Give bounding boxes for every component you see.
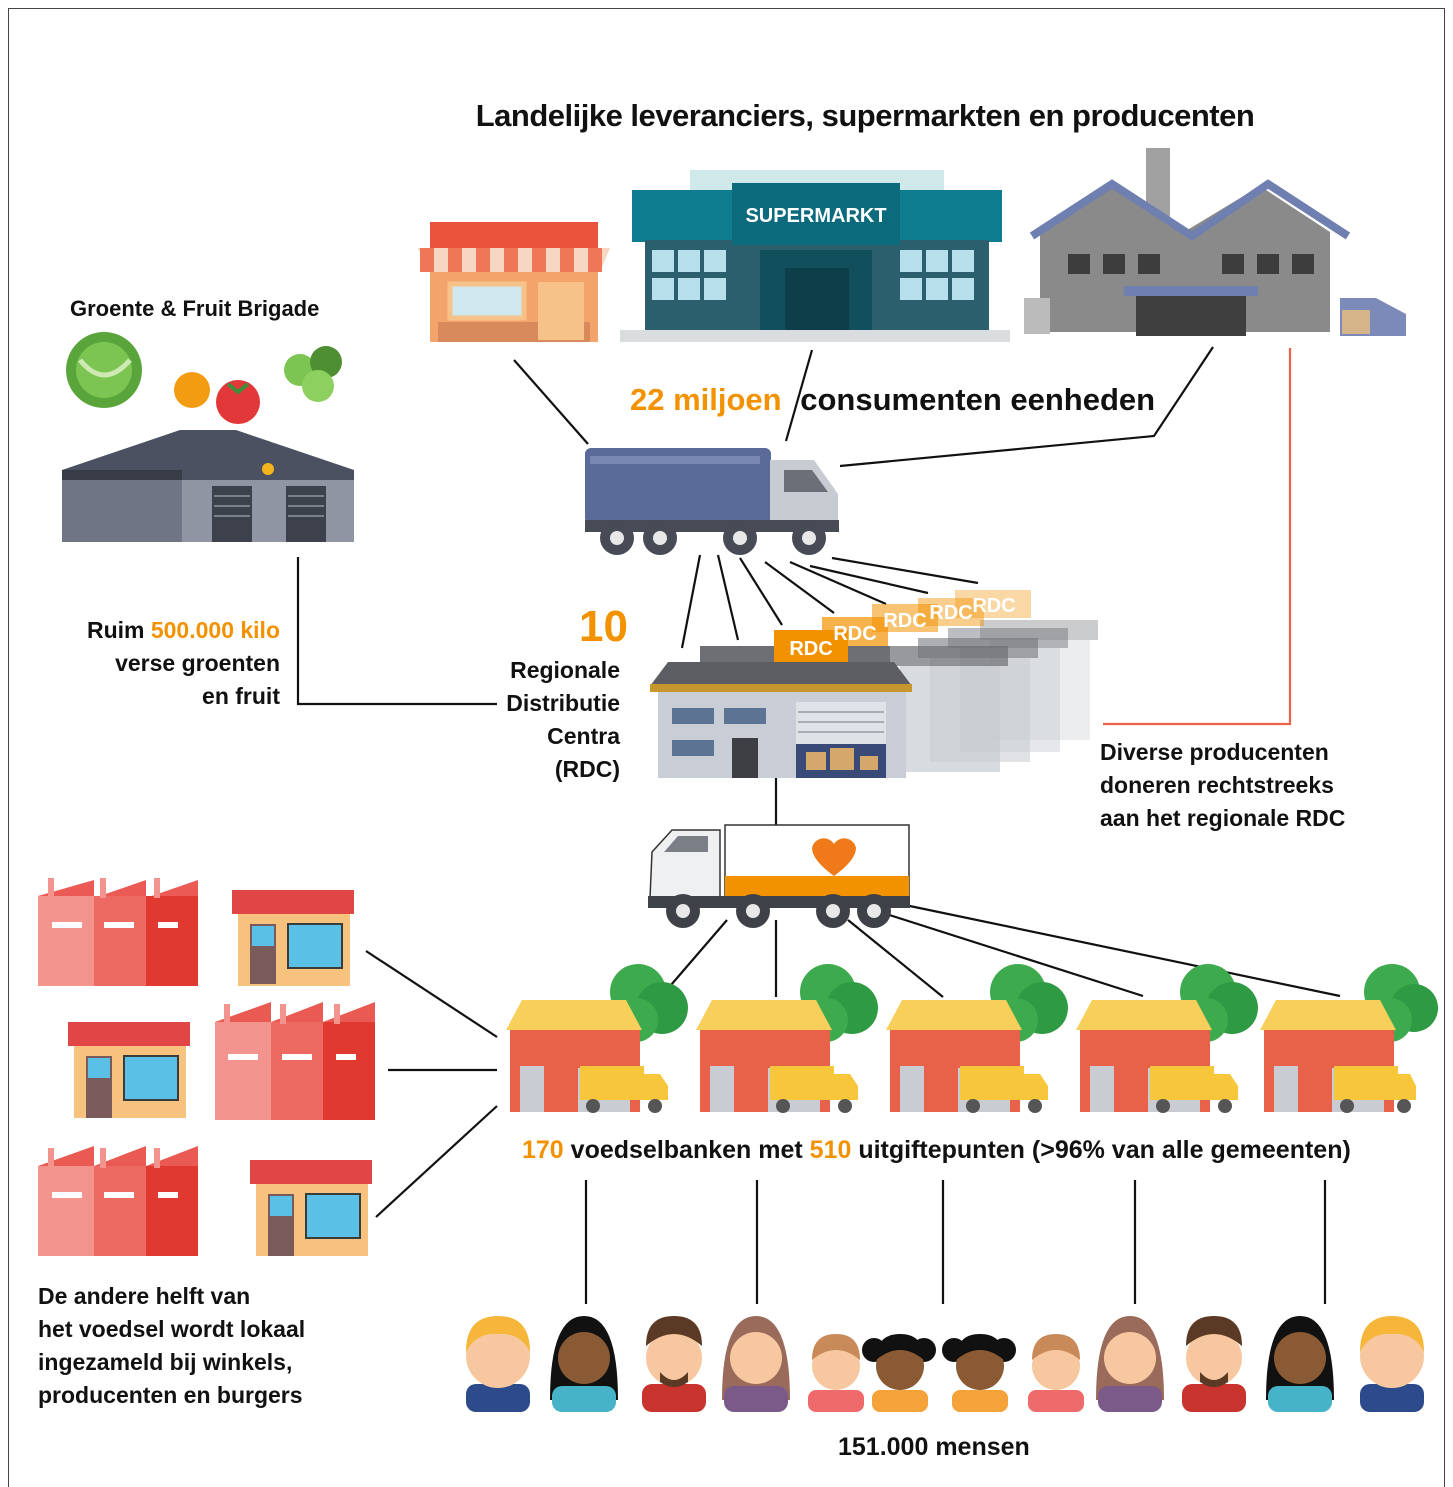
local-line1: De andere helft van xyxy=(38,1283,251,1309)
foodbanks-text1: voedselbanken met xyxy=(570,1136,803,1164)
units-value: 22 miljoen xyxy=(630,382,782,417)
person-3 xyxy=(642,1316,706,1412)
factory-illustration xyxy=(1024,148,1406,336)
page-title: Landelijke leveranciers, supermarkten en… xyxy=(475,98,1255,133)
foodbanks-points: 510 xyxy=(809,1136,852,1164)
rdc-line1: Regionale xyxy=(510,657,620,683)
people-label: 151.000 mensen xyxy=(838,1433,1030,1461)
foodbank-truck-illustration xyxy=(648,824,910,928)
local-factory-3 xyxy=(38,1146,198,1256)
direct-line2: doneren rechtstreeks xyxy=(1100,772,1334,798)
produce-line3: en fruit xyxy=(202,683,280,709)
rdc-line4: (RDC) xyxy=(554,756,620,782)
connector-lines xyxy=(296,346,1341,1304)
direct-donation-line xyxy=(1103,348,1292,726)
supermarket-illustration xyxy=(620,170,1010,342)
produce-label: Ruim 500.000 kilo verse groenten en frui… xyxy=(40,614,280,713)
person-7 xyxy=(942,1334,1016,1412)
person-5 xyxy=(808,1334,864,1412)
local-collection-label: De andere helft van het voedsel wordt lo… xyxy=(38,1280,305,1412)
rdc-line2: Distributie xyxy=(506,690,620,716)
foodbank-4 xyxy=(1076,964,1258,1113)
rdc-sign-2: RDC xyxy=(833,623,876,645)
local-factory-2 xyxy=(215,1002,375,1120)
produce-line2: verse groenten xyxy=(115,650,280,676)
rdc-sign: RDC xyxy=(789,638,832,660)
rdc-label: Regionale Distributie Centra (RDC) xyxy=(440,654,620,786)
rdc-buildings xyxy=(650,590,1098,778)
rdc-line3: Centra xyxy=(547,723,620,749)
supermarket-sign: SUPERMARKT xyxy=(745,205,886,227)
foodbank-5 xyxy=(1260,964,1438,1113)
produce-prefix: Ruim xyxy=(86,617,145,643)
rdc-sign-3: RDC xyxy=(883,610,926,632)
direct-donation-label: Diverse producenten doneren rechtstreeks… xyxy=(1100,736,1345,835)
rdc-sign-5: RDC xyxy=(972,595,1015,617)
person-11 xyxy=(1266,1316,1334,1412)
local-shop-3 xyxy=(250,1160,372,1256)
produce-illustration xyxy=(66,332,342,424)
produce-value: 500.000 kilo xyxy=(150,617,280,643)
person-10 xyxy=(1182,1316,1246,1412)
local-line4: producenten en burgers xyxy=(38,1382,303,1408)
local-shop-1 xyxy=(232,890,354,986)
rdc-sign-4: RDC xyxy=(929,602,972,624)
person-12 xyxy=(1360,1316,1424,1412)
units-label: consumenten eenheden xyxy=(800,382,1156,417)
foodbank-1 xyxy=(506,964,688,1113)
local-factory-1 xyxy=(38,878,198,986)
direct-line1: Diverse producenten xyxy=(1100,739,1329,765)
person-9 xyxy=(1096,1316,1164,1412)
shop-illustration xyxy=(418,222,610,342)
foodbank-2 xyxy=(696,964,878,1113)
rdc-count: 10 xyxy=(579,602,628,651)
blue-truck-illustration xyxy=(585,448,839,555)
foodbanks-count: 170 xyxy=(522,1136,564,1164)
person-2 xyxy=(550,1316,618,1412)
diagram-frame xyxy=(8,8,1445,1487)
warehouse-illustration xyxy=(62,430,354,542)
person-6 xyxy=(862,1334,936,1412)
foodbank-3 xyxy=(886,964,1068,1113)
units-line: 22 miljoen consumenten eenheden xyxy=(630,382,1155,418)
people-illustration xyxy=(466,1316,1424,1412)
person-1 xyxy=(466,1316,530,1412)
brigade-title: Groente & Fruit Brigade xyxy=(70,296,320,321)
person-4 xyxy=(722,1316,790,1412)
local-shop-2 xyxy=(68,1022,190,1118)
foodbanks-text2: uitgiftepunten (>96% van alle gemeenten) xyxy=(858,1136,1351,1164)
local-line3: ingezameld bij winkels, xyxy=(38,1349,293,1375)
person-8 xyxy=(1028,1334,1084,1412)
foodbanks-line: 170 voedselbanken met 510 uitgiftepunten… xyxy=(522,1136,1351,1165)
local-line2: het voedsel wordt lokaal xyxy=(38,1316,306,1342)
direct-line3: aan het regionale RDC xyxy=(1100,805,1346,831)
